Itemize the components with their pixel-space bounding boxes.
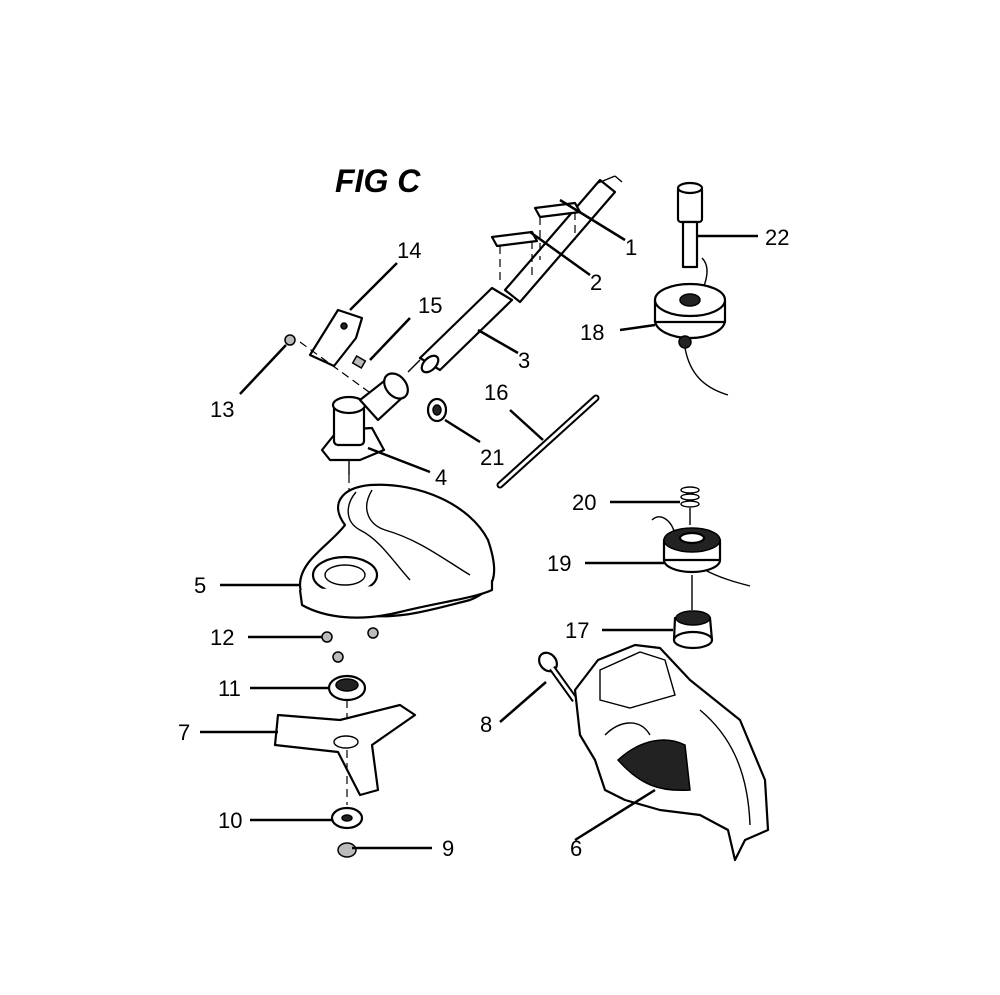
callout-6: 6: [570, 836, 582, 861]
spool-head: [653, 257, 729, 396]
bracket: [299, 308, 381, 401]
blade-washer: [330, 806, 364, 830]
callout-20: 20: [572, 490, 596, 515]
spring: [680, 486, 700, 525]
gearbox-head: [320, 372, 409, 600]
lower-guard: [298, 483, 496, 619]
callout-1: 1: [625, 235, 637, 260]
drive-washer: [327, 674, 367, 702]
callout-14: 14: [397, 238, 421, 263]
callout-3: 3: [518, 348, 530, 373]
callout-11: 11: [218, 676, 241, 701]
callout-22: 22: [765, 225, 789, 250]
callout-12: 12: [210, 625, 234, 650]
callout-2: 2: [590, 270, 602, 295]
callout-9: 9: [442, 836, 454, 861]
screws-12: [321, 627, 379, 663]
screw-13: [284, 334, 296, 346]
callout-17: 17: [565, 618, 589, 643]
callout-10: 10: [218, 808, 242, 833]
decal-2: [490, 230, 539, 248]
guard-bolt: [538, 651, 578, 703]
bump-knob: [672, 610, 714, 650]
callout-18: 18: [580, 320, 604, 345]
callout-7: 7: [178, 720, 190, 745]
head-bolt: [676, 181, 704, 269]
bushing: [426, 397, 448, 423]
callout-5: 5: [194, 573, 206, 598]
callout-13: 13: [210, 397, 234, 422]
blade-nut: [337, 842, 357, 858]
callout-numbers: 1 2 3 4 5 6 7 8 9 10 11 12 13 14 15 16 1…: [178, 225, 789, 861]
callout-4: 4: [435, 465, 447, 490]
shaft-assembly: [407, 175, 623, 374]
blade: [273, 703, 417, 797]
callout-8: 8: [480, 712, 492, 737]
callout-19: 19: [547, 551, 571, 576]
spool: [651, 516, 751, 610]
callout-15: 15: [418, 293, 442, 318]
figure-title: FIG C: [335, 163, 421, 199]
callout-16: 16: [484, 380, 508, 405]
callout-21: 21: [480, 445, 504, 470]
leader-lines: [200, 198, 758, 850]
trimmer-guard: [573, 643, 770, 862]
screw-15: [351, 355, 367, 369]
